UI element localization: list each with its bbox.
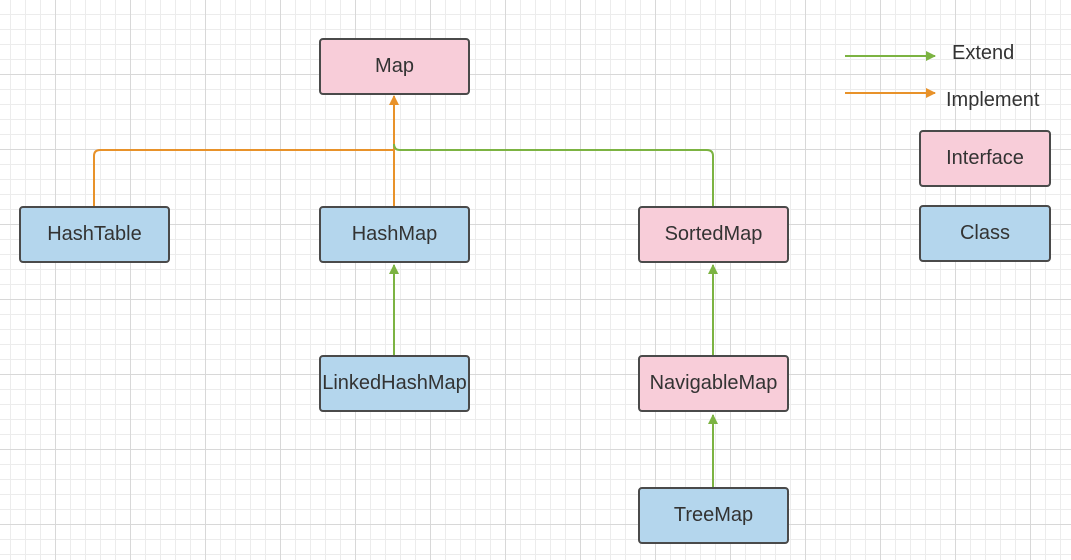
node-hashmap-label: HashMap (351, 223, 438, 245)
legend-extend-label: Extend (952, 42, 1015, 64)
edge-sortedmap-to-map (393, 143, 714, 207)
node-hashtable-label: HashTable (47, 223, 142, 245)
node-sortedmap-label: SortedMap (664, 223, 763, 245)
legend-class-label: Class (959, 222, 1010, 244)
node-map-label: Map (375, 55, 414, 77)
legend-implement-label: Implement (946, 89, 1040, 111)
node-map[interactable]: Map (319, 38, 470, 95)
node-linkedhashmap-label: LinkedHashMap (322, 372, 467, 394)
legend-interface-box: Interface (919, 130, 1051, 187)
node-navigablemap[interactable]: NavigableMap (638, 355, 789, 412)
edge-hashtable-to-map (93, 149, 394, 207)
legend-interface-label: Interface (946, 147, 1024, 169)
node-navigablemap-label: NavigableMap (649, 372, 778, 394)
node-treemap-label: TreeMap (673, 504, 754, 526)
node-hashmap[interactable]: HashMap (319, 206, 470, 263)
node-hashtable[interactable]: HashTable (19, 206, 170, 263)
node-sortedmap[interactable]: SortedMap (638, 206, 789, 263)
legend-class-box: Class (919, 205, 1051, 262)
node-linkedhashmap[interactable]: LinkedHashMap (319, 355, 470, 412)
node-treemap[interactable]: TreeMap (638, 487, 789, 544)
